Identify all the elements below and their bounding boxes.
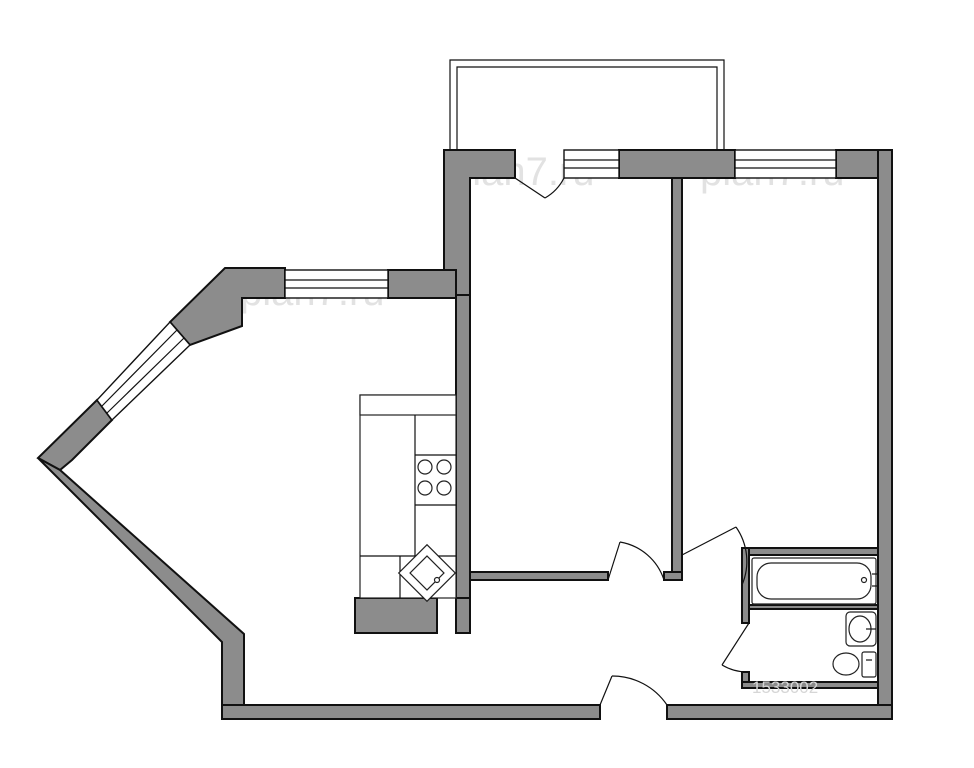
wall-middle-room-bottom-left (461, 571, 609, 581)
window-top-right (734, 149, 837, 179)
wall-bottom-left (221, 704, 601, 720)
stove-icon (417, 459, 452, 496)
listing-id-watermark: 1533002 (752, 678, 818, 697)
toilet-icon (832, 651, 877, 678)
wall-diagonal-lower (37, 457, 245, 706)
wall-bedroom-partition (671, 177, 683, 577)
wall-middle-room-bottom-right (663, 571, 683, 581)
door-balcony (514, 177, 565, 199)
door-entrance (599, 675, 668, 706)
wall-right (877, 149, 893, 719)
wall-kitchen-top-right (387, 269, 457, 299)
walls (36, 149, 893, 720)
washbasin-icon (845, 611, 877, 647)
wall-kitchen-middle (455, 294, 471, 634)
wall-bottom-right (666, 704, 893, 720)
kitchen-sink-icon (397, 543, 457, 603)
wall-toilet-bottom (741, 681, 879, 689)
door-bathroom (721, 622, 750, 673)
wall-bathroom-top (741, 547, 879, 556)
kitchen-counter-inner (359, 394, 457, 416)
wall-bathroom-left (741, 547, 750, 624)
window-kitchen-diagonal (96, 320, 191, 422)
bathroom-fixtures (751, 557, 878, 678)
windows (96, 149, 837, 422)
wall-diagonal-upper (36, 398, 114, 472)
door-middle-room (607, 541, 665, 581)
bathtub-icon (751, 557, 878, 605)
door-right-room (681, 526, 748, 586)
wall-top-middle (618, 149, 736, 179)
wall-bathroom-partition (748, 604, 879, 610)
balcony (449, 59, 725, 150)
doors (514, 177, 750, 706)
kitchen-units (359, 394, 457, 603)
wall-kitchen-stub (354, 597, 438, 634)
wall-bathroom-left-lower (741, 671, 750, 683)
wall-kitchen-stub-post (455, 597, 471, 634)
window-kitchen-top (284, 269, 389, 299)
window-top-middle (563, 149, 620, 179)
